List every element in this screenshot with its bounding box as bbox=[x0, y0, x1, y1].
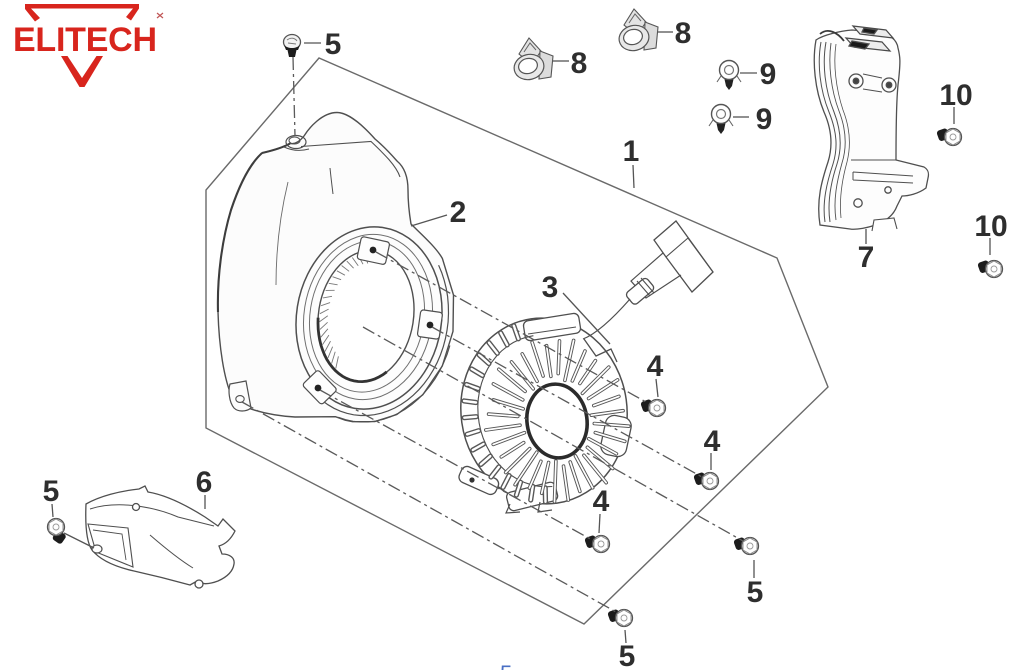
svg-text:10: 10 bbox=[974, 210, 1007, 243]
svg-text:9: 9 bbox=[760, 58, 777, 91]
svg-text:3: 3 bbox=[542, 271, 559, 304]
svg-text:8: 8 bbox=[675, 17, 692, 50]
svg-text:7: 7 bbox=[858, 241, 875, 274]
svg-text:6: 6 bbox=[196, 466, 213, 499]
svg-text:5: 5 bbox=[43, 475, 60, 508]
svg-text:8: 8 bbox=[571, 47, 588, 80]
svg-text:4: 4 bbox=[704, 425, 721, 458]
svg-text:4: 4 bbox=[593, 485, 610, 518]
svg-text:4: 4 bbox=[647, 350, 664, 383]
svg-text:5: 5 bbox=[619, 640, 636, 670]
svg-text:10: 10 bbox=[939, 79, 972, 112]
svg-text:2: 2 bbox=[450, 196, 467, 229]
svg-text:ELITECH: ELITECH bbox=[13, 21, 157, 59]
svg-text:1: 1 bbox=[623, 135, 640, 168]
svg-text:9: 9 bbox=[756, 103, 773, 136]
svg-text:5: 5 bbox=[325, 28, 342, 61]
svg-text:5: 5 bbox=[500, 661, 512, 670]
svg-text:5: 5 bbox=[747, 576, 764, 609]
